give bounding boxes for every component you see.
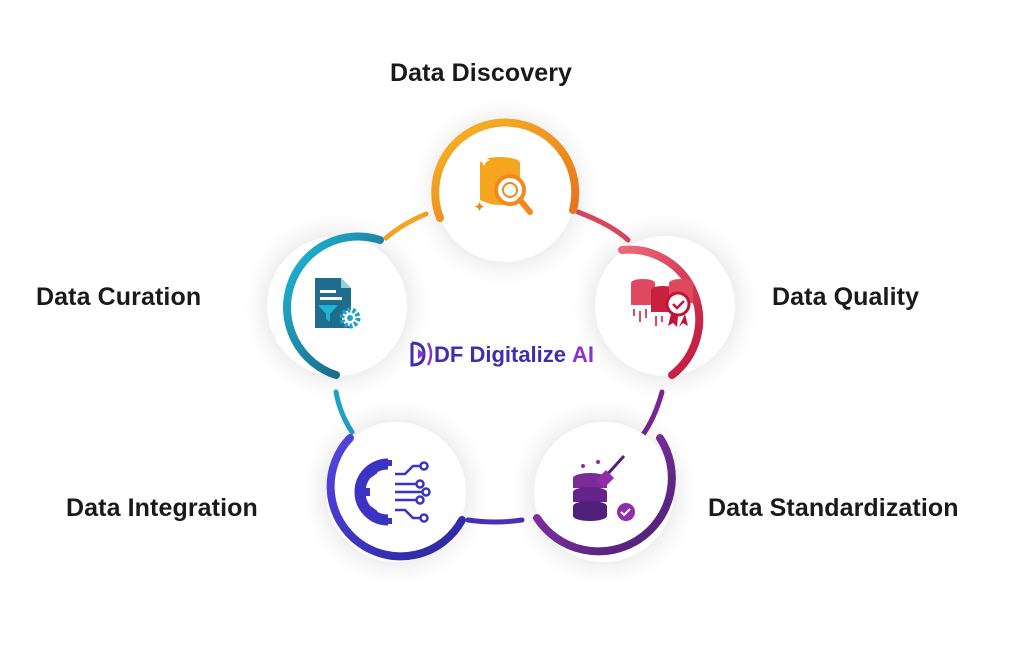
document-filter-gear-icon: [315, 278, 361, 329]
brand-name-text: DF Digitalize: [434, 342, 566, 367]
gear-circuit-icon: [354, 458, 431, 526]
stage-node-standardization: [530, 418, 678, 566]
connector-integration-curation: [333, 389, 355, 435]
stage-label-integration: Data Integration: [66, 494, 258, 522]
database-award-icon: [631, 279, 693, 327]
connector-curation-discovery: [383, 211, 429, 241]
stage-label-standardization: Data Standardization: [708, 494, 959, 522]
connector-standardization-integration: [465, 517, 525, 525]
brand-mark-icon: [410, 341, 433, 367]
stage-label-discovery: Data Discovery: [390, 59, 573, 87]
database-search-icon: [475, 154, 533, 215]
stage-label-curation: Data Curation: [36, 283, 202, 311]
connector-discovery-quality: [575, 209, 631, 243]
stage-node-curation: [263, 232, 411, 380]
stage-node-discovery: [431, 118, 580, 266]
brand-suffix-text: AI: [572, 342, 594, 367]
stage-node-quality: [591, 232, 739, 380]
stage-node-integration: [322, 418, 470, 566]
stage-label-quality: Data Quality: [772, 283, 920, 311]
database-brush-check-icon: [573, 454, 635, 521]
connector-quality-standardization: [639, 389, 665, 439]
